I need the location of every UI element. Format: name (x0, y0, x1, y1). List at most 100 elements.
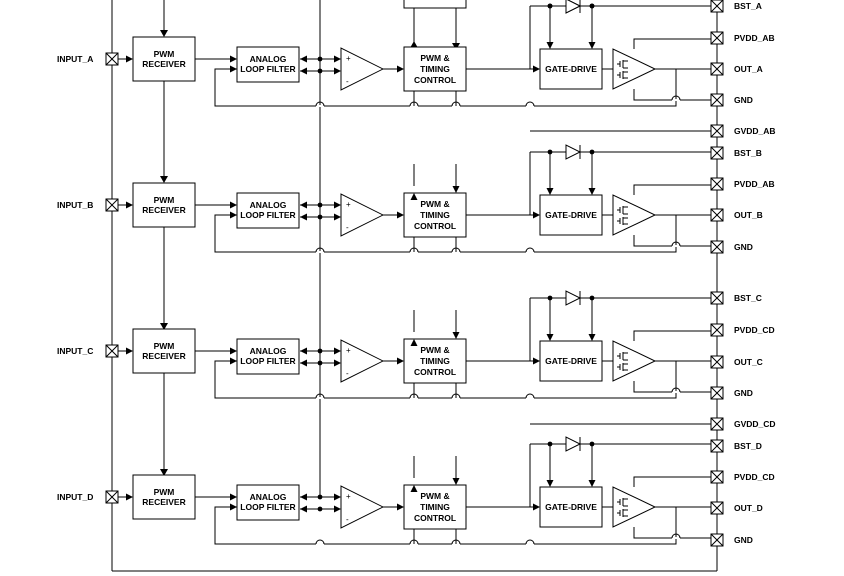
output-pin (710, 386, 724, 400)
analog-loop-filter-label: LOOP FILTER (240, 210, 295, 220)
output-pin (710, 417, 724, 431)
input-pin-b (105, 198, 119, 212)
analog-loop-filter-label: ANALOG (250, 200, 287, 210)
output-pin-label: GVDD_CD (734, 419, 776, 429)
pwm-receiver-label: PWM (154, 49, 175, 59)
pwm-timing-control-label: TIMING (420, 64, 450, 74)
bootstrap-diode (565, 436, 582, 452)
output-pin-label: BST_C (734, 293, 762, 303)
pwm-receiver-block (132, 36, 196, 82)
output-pin-label: PVDD_CD (734, 472, 775, 482)
analog-loop-filter-label: ANALOG (250, 346, 287, 356)
analog-loop-filter-label: ANALOG (250, 54, 287, 64)
analog-loop-filter-block (236, 46, 300, 83)
output-pin (710, 323, 724, 337)
output-pin (710, 501, 724, 515)
comparator-amp (340, 193, 385, 237)
pwm-timing-control-label: PWM & (420, 491, 449, 501)
amp-minus-sign: - (346, 223, 349, 232)
amp-plus-sign: + (346, 492, 351, 501)
pwm-timing-control-label: CONTROL (414, 221, 456, 231)
gate-drive-label: GATE-DRIVE (545, 502, 597, 512)
analog-loop-filter-block (236, 338, 300, 375)
analog-loop-filter-block (236, 192, 300, 229)
output-pin-label: GND (734, 95, 753, 105)
power-stage (612, 486, 657, 528)
pwm-timing-control-label: CONTROL (414, 75, 456, 85)
pwm-receiver-label: RECEIVER (142, 351, 185, 361)
pwm-timing-control-label: CONTROL (414, 513, 456, 523)
amp-minus-sign: - (346, 77, 349, 86)
input-label: INPUT_B (57, 200, 93, 210)
output-pin (710, 62, 724, 76)
gate-drive-block (539, 486, 603, 528)
output-pin (710, 355, 724, 369)
pwm-receiver-label: RECEIVER (142, 59, 185, 69)
pwm-timing-control-label: CONTROL (414, 367, 456, 377)
output-pin (710, 124, 724, 138)
output-pin-label: BST_D (734, 441, 762, 451)
amp-minus-sign: - (346, 515, 349, 524)
analog-loop-filter-label: LOOP FILTER (240, 502, 295, 512)
output-pin (710, 31, 724, 45)
input-pin-a (105, 52, 119, 66)
pwm-timing-control-label: TIMING (420, 210, 450, 220)
amp-plus-sign: + (346, 54, 351, 63)
input-pin-d (105, 490, 119, 504)
output-pin-label: GND (734, 535, 753, 545)
output-pin-label: GVDD_AB (734, 126, 776, 136)
gate-drive-label: GATE-DRIVE (545, 64, 597, 74)
output-pin-label: PVDD_AB (734, 179, 775, 189)
bootstrap-diode (565, 144, 582, 160)
output-pin-label: PVDD_AB (734, 33, 775, 43)
pwm-timing-control-label: TIMING (420, 502, 450, 512)
output-pin (710, 208, 724, 222)
pwm-timing-control-label: PWM & (420, 199, 449, 209)
input-label: INPUT_A (57, 54, 93, 64)
output-pin-label: GND (734, 242, 753, 252)
power-stage (612, 340, 657, 382)
comparator-amp (340, 339, 385, 383)
pwm-timing-control-label: PWM & (420, 53, 449, 63)
amp-plus-sign: + (346, 200, 351, 209)
input-label: INPUT_C (57, 346, 93, 356)
amp-plus-sign: + (346, 346, 351, 355)
output-pin (710, 146, 724, 160)
output-pin-label: OUT_A (734, 64, 763, 74)
bootstrap-diode-a (530, 0, 711, 14)
output-pin (710, 291, 724, 305)
pwm-timing-control-label: PWM & (420, 345, 449, 355)
gate-drive-label: GATE-DRIVE (545, 210, 597, 220)
output-pin (710, 240, 724, 254)
output-pin-label: OUT_B (734, 210, 763, 220)
comparator-amp (340, 47, 385, 91)
analog-loop-filter-label: LOOP FILTER (240, 356, 295, 366)
pwm-receiver-block (132, 328, 196, 374)
gate-drive-block (539, 48, 603, 90)
pwm-receiver-label: PWM (154, 341, 175, 351)
comparator-amp (340, 485, 385, 529)
analog-loop-filter-label: LOOP FILTER (240, 64, 295, 74)
gate-drive-label: GATE-DRIVE (545, 356, 597, 366)
power-stage (612, 194, 657, 236)
bootstrap-diode (565, 290, 582, 306)
pwm-timing-control-block (403, 338, 467, 384)
input-pin-c (105, 344, 119, 358)
amp-minus-sign: - (346, 369, 349, 378)
output-pin-label: OUT_D (734, 503, 763, 513)
pwm-receiver-block (132, 474, 196, 520)
pwm-receiver-label: RECEIVER (142, 497, 185, 507)
output-pin-label: BST_B (734, 148, 762, 158)
output-pin (710, 177, 724, 191)
output-pin (710, 93, 724, 107)
gate-drive-block (539, 340, 603, 382)
pwm-timing-control-block (403, 46, 467, 92)
pwm-receiver-label: RECEIVER (142, 205, 185, 215)
input-label: INPUT_D (57, 492, 93, 502)
